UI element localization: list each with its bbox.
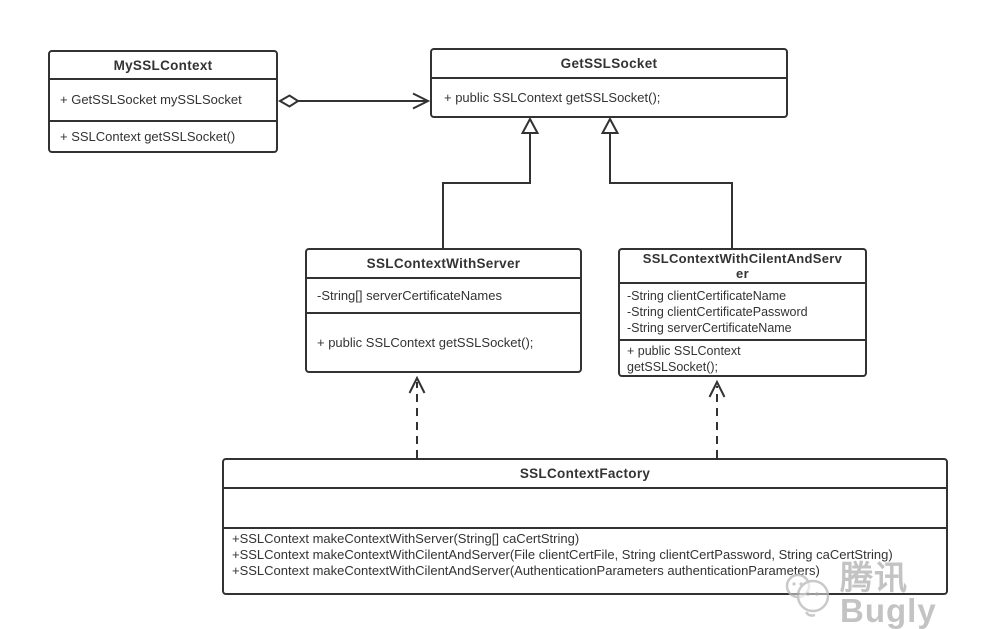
attribute-line: -String[] serverCertificateNames — [317, 287, 502, 303]
class-box-getsslsocket: GetSSLSocket + public SSLContext getSSLS… — [430, 48, 788, 118]
aggregation-diamond-icon — [278, 94, 300, 108]
generalization-connector-sslcontextwithserver — [442, 116, 540, 248]
hollow-triangle-arrowhead-icon — [520, 116, 540, 134]
method-line: +SSLContext makeContextWithServer(String… — [232, 531, 580, 546]
class-methods: + public SSLContext getSSLSocket(); — [432, 77, 786, 116]
dependency-connector-factory-sslcontextwithcilentandserver — [708, 379, 726, 458]
class-methods: +SSLContext makeContextWithServer(String… — [224, 527, 946, 593]
open-arrowhead-icon — [708, 379, 726, 398]
class-box-sslcontextwithcilentandserver: SSLContextWithCilentAndServer -String cl… — [618, 248, 867, 377]
class-attributes: + GetSSLSocket mySSLSocket — [50, 78, 276, 120]
class-attributes: -String clientCertificateName -String cl… — [620, 282, 865, 339]
method-line: + public SSLContext getSSLSocket(); — [444, 89, 661, 105]
class-title: MySSLContext — [113, 57, 213, 73]
method-line: + public SSLContext getSSLSocket(); — [627, 344, 741, 374]
class-methods: + public SSLContext getSSLSocket(); — [307, 312, 580, 371]
class-title: SSLContextFactory — [519, 466, 651, 481]
attribute-line: -String clientCertificateName — [627, 288, 787, 303]
class-box-mysslcontext: MySSLContext + GetSSLSocket mySSLSocket … — [48, 50, 278, 153]
generalization-connector-sslcontextwithcilentandserver — [600, 116, 733, 248]
method-line: + public SSLContext getSSLSocket(); — [317, 334, 534, 350]
class-title: SSLContextWithServer — [366, 256, 521, 271]
class-title: GetSSLSocket — [560, 56, 658, 71]
class-box-sslcontextwithserver: SSLContextWithServer -String[] serverCer… — [305, 248, 582, 373]
class-attributes: -String[] serverCertificateNames — [307, 277, 580, 312]
class-title-text: SSLContextWithCilentAndServer — [642, 251, 843, 281]
attribute-line: -String clientCertificatePassword — [627, 304, 808, 319]
attribute-line: + GetSSLSocket mySSLSocket — [60, 92, 242, 107]
method-line: +SSLContext makeContextWithCilentAndServ… — [232, 547, 893, 562]
class-methods: + public SSLContext getSSLSocket(); — [620, 339, 865, 377]
class-title: SSLContextWithCilentAndServer — [620, 250, 865, 282]
class-attributes-empty — [224, 487, 946, 527]
method-line: + SSLContext getSSLSocket() — [60, 128, 236, 144]
dependency-connector-factory-sslcontextwithserver — [408, 375, 426, 458]
class-box-sslcontextfactory: SSLContextFactory +SSLContext makeContex… — [222, 458, 948, 595]
open-arrowhead-icon — [408, 375, 426, 394]
class-methods: + SSLContext getSSLSocket() — [50, 120, 276, 151]
open-arrowhead-icon — [412, 92, 431, 110]
hollow-triangle-arrowhead-icon — [600, 116, 620, 134]
attribute-line: -String serverCertificateName — [627, 320, 792, 335]
aggregation-connector-mysslcontext-getsslsocket — [278, 92, 431, 110]
method-line: +SSLContext makeContextWithCilentAndServ… — [232, 563, 820, 578]
